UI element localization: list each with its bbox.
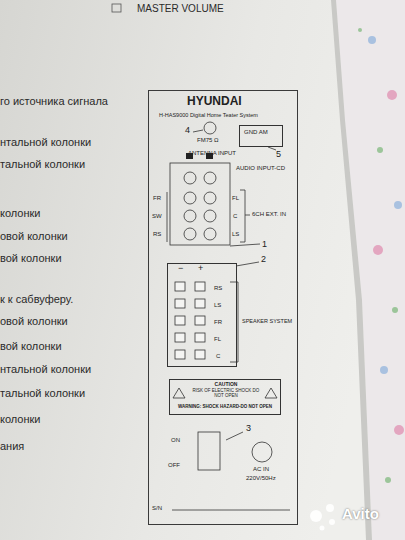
- speaker-terminals: [175, 282, 205, 359]
- callout-number: 2: [261, 255, 266, 265]
- manual-text: колонки: [0, 413, 41, 425]
- rca-jack: [184, 192, 196, 204]
- bracket: [167, 192, 168, 242]
- rca-jack: [204, 192, 216, 204]
- panel-label: FM75 Ω: [197, 137, 219, 144]
- rca-jack: [184, 172, 196, 184]
- terminal-box: GND AM: [239, 125, 283, 147]
- fabric: [336, 0, 405, 540]
- panel-label: 6CH EXT. IN: [252, 211, 286, 218]
- fm-jack: [204, 122, 216, 134]
- manual-text: вой колонки: [0, 252, 62, 264]
- callout-number: 5: [276, 150, 281, 160]
- panel-text: WARNING: SHOCK HAZARD-DO NOT OPEN: [172, 405, 278, 410]
- manual-text: нтальной колонки: [0, 363, 91, 375]
- panel-text: LS: [214, 302, 221, 309]
- panel-label: AUDIO INPUT-CD: [236, 165, 285, 172]
- panel-text: FL: [214, 336, 221, 343]
- panel-label: ANTENNA INPUT: [188, 150, 236, 157]
- panel-label: OFF: [168, 462, 180, 469]
- callout-number: 1: [262, 240, 267, 250]
- manual-text: MASTER VOLUME: [137, 3, 224, 14]
- jack-panel: [170, 163, 230, 245]
- panel-label: +: [198, 264, 203, 274]
- rca-jack: [204, 210, 216, 222]
- callout-number: 4: [185, 126, 190, 136]
- leader-line: [193, 130, 203, 132]
- rca-jack: [204, 228, 216, 240]
- panel-label: 220V/50Hz: [246, 475, 276, 482]
- warning-triangle: [265, 388, 277, 398]
- panel-label: FR: [153, 195, 161, 202]
- panel-label: SW: [152, 213, 162, 220]
- manual-text: ания: [0, 440, 24, 452]
- ac-inlet: [252, 442, 272, 462]
- manual-text: нтальной колонки: [0, 136, 91, 148]
- manual-text: овой колонки: [0, 315, 68, 327]
- panel-label: C: [233, 213, 237, 220]
- fabric-flowers: [358, 28, 404, 483]
- manual-text: тальной колонки: [0, 158, 85, 170]
- leader-line: [230, 244, 260, 246]
- panel-label: SPEAKER SYSTEM: [242, 318, 292, 324]
- watermark: Avito: [342, 506, 379, 523]
- leader-line: [226, 432, 243, 440]
- checkbox: [112, 4, 121, 12]
- manual-text: колонки: [0, 207, 41, 219]
- callout-number: 3: [246, 424, 251, 434]
- warning-triangle: [173, 388, 185, 398]
- manual-text: вой колонки: [0, 340, 62, 352]
- serial-line: [172, 510, 290, 511]
- panel-label: LS: [232, 231, 239, 238]
- manual-text: к к сабвуферу.: [0, 293, 73, 305]
- panel-text: RISK OF ELECTRIC SHOCK DO NOT OPEN: [188, 389, 264, 399]
- panel-text: C: [216, 353, 220, 360]
- paper-shadow: [331, 0, 372, 540]
- panel-label: RS: [153, 231, 161, 238]
- brand-name: HYUNDAI: [187, 95, 242, 108]
- panel-label: S/N: [152, 505, 162, 512]
- avito-logo: [310, 504, 335, 531]
- panel-label: FL: [232, 195, 239, 202]
- bracket: [245, 215, 250, 216]
- terminal-box: RS LS FR FL C: [167, 263, 237, 367]
- manual-text: овой колонки: [0, 230, 68, 242]
- manual-text: тальной колонки: [0, 387, 85, 399]
- panel-text: FR: [214, 319, 222, 326]
- rca-jack: [204, 172, 216, 184]
- leader-line: [268, 147, 276, 150]
- warning-label: CAUTIONRISK OF ELECTRIC SHOCK DO NOT OPE…: [169, 379, 281, 415]
- bracket: [240, 190, 245, 242]
- rca-jack: [184, 210, 196, 222]
- manual-text: го источника сигнала: [0, 95, 108, 107]
- panel-text: RS: [214, 285, 222, 292]
- power-switch: [198, 432, 220, 470]
- panel-label: −: [178, 264, 183, 274]
- panel-text: GND AM: [244, 129, 268, 136]
- rca-jack: [184, 228, 196, 240]
- leader-line: [236, 262, 259, 266]
- panel-label: AC IN: [253, 466, 269, 473]
- panel-text: H-HAS9000 Digital Home Teater System: [159, 112, 258, 118]
- panel-text: CAUTION: [188, 382, 264, 388]
- panel-label: ON: [171, 437, 180, 444]
